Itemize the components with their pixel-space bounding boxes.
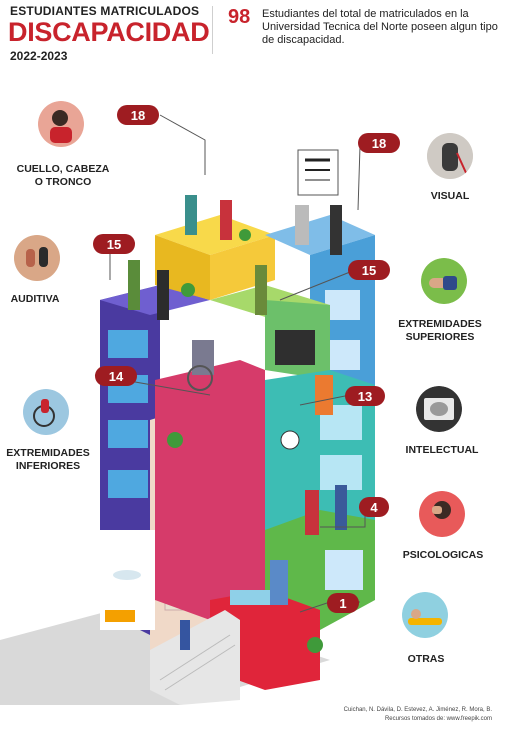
- person: [220, 200, 232, 240]
- label-intelectual: INTELECTUAL: [405, 444, 479, 456]
- label-psicologicas: PSICOLOGICAS: [402, 549, 484, 561]
- yellow-block-top: [155, 215, 275, 255]
- wheelchair-icon: [23, 389, 69, 435]
- count-pill-visual: 18: [358, 133, 400, 153]
- person-on-stairs: [180, 620, 190, 650]
- person: [305, 490, 319, 535]
- person: [157, 270, 169, 320]
- person: [330, 205, 342, 255]
- count-pill-ext-sup: 15: [348, 260, 390, 280]
- connector-visual: [357, 145, 361, 211]
- label-auditiva: AUDITIVA: [10, 293, 60, 305]
- credits: Cuichan, N. Dávila, D. Estevez, A. Jimén…: [344, 706, 492, 724]
- count-pill-intelectual: 13: [345, 386, 385, 406]
- connector-ext-sup: [279, 269, 356, 301]
- count-pill-psicologicas: 4: [359, 497, 389, 517]
- clock: [280, 430, 300, 450]
- neck-pain-icon: [38, 101, 84, 147]
- connector-intelectual: [299, 394, 351, 406]
- title-main: DISCAPACIDAD: [8, 17, 210, 47]
- count-pill-cuello: 18: [117, 105, 159, 125]
- person: [295, 205, 309, 245]
- person: [315, 375, 333, 415]
- distressed-person-icon: [419, 491, 465, 537]
- window: [108, 330, 148, 358]
- label-otras: OTRAS: [407, 653, 445, 665]
- mat: [105, 610, 135, 622]
- person: [270, 560, 288, 605]
- label-visual: VISUAL: [430, 190, 470, 202]
- total-description: Estudiantes del total de matriculados en…: [262, 8, 498, 46]
- credits-authors: Cuichan, N. Dávila, D. Estevez, A. Jimén…: [343, 707, 492, 713]
- eye-chart: [297, 149, 339, 196]
- brain-scan-icon: [416, 386, 462, 432]
- person: [255, 265, 267, 315]
- count-pill-ext-inf: 14: [95, 366, 137, 386]
- connector-psicologicas: [320, 507, 366, 528]
- count-pill-auditiva: 15: [93, 234, 135, 254]
- arm-injury-icon: [421, 258, 467, 304]
- blind-person-icon: [427, 133, 473, 179]
- window: [108, 470, 148, 498]
- sign-language-icon: [14, 235, 60, 281]
- connector-cuello: [159, 114, 206, 175]
- pink-block: [155, 360, 265, 620]
- person: [185, 195, 197, 235]
- person: [128, 260, 140, 310]
- count-pill-otras: 1: [327, 593, 359, 613]
- total-count: 98: [228, 6, 251, 28]
- tv-screen: [275, 330, 315, 365]
- person: [335, 485, 347, 530]
- bed: [230, 590, 270, 605]
- credits-resources: Recursos tomados de: www.freepik.com: [384, 716, 492, 722]
- patient-bed-icon: [402, 592, 448, 638]
- blue-tower-top: [265, 215, 375, 255]
- title-line-1: ESTUDIANTES MATRICULADOS: [10, 4, 200, 18]
- header-divider: [212, 6, 213, 54]
- window: [108, 420, 148, 448]
- title-years: 2022-2023: [10, 49, 68, 63]
